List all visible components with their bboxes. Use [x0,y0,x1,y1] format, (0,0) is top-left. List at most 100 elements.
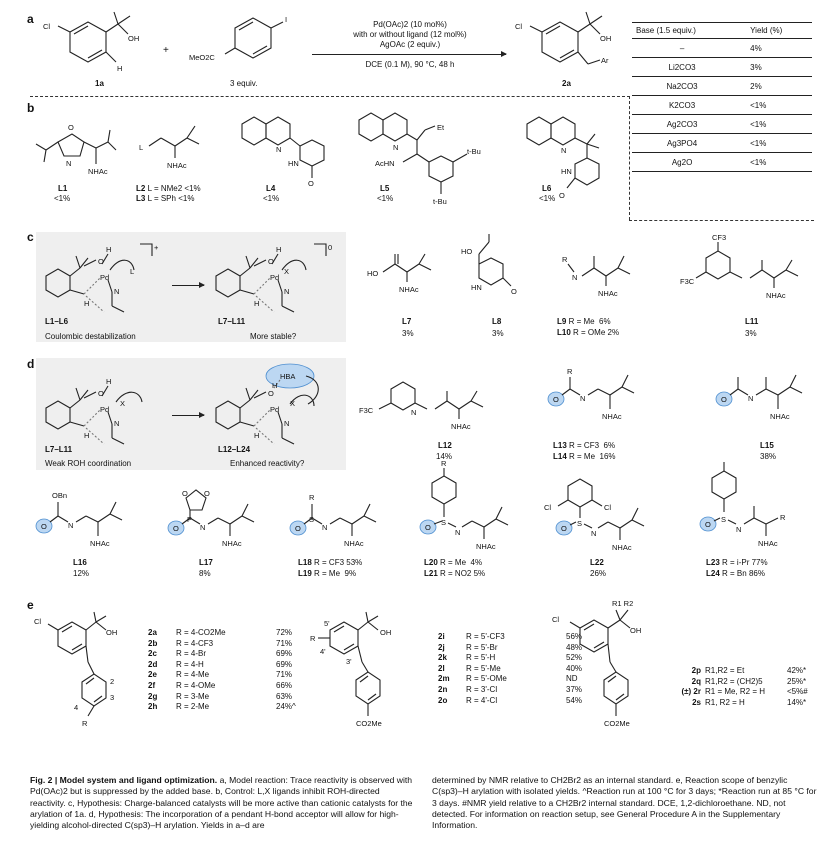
ester-group-label: MeO2C [189,53,215,62]
x-atom-c-right: X [284,267,289,276]
positive-charge: + [154,243,159,252]
nitrogen-L23: N [736,525,741,534]
ligand-name-L14: L14 [553,452,567,461]
ligand-L23-L24-structure: S O N R NHAc [699,462,786,548]
compound-substituent: R = 4-CF3 [176,638,214,648]
oxygen-L22: O [561,524,567,533]
position-3-group1: 3 [110,693,114,702]
compound-number: 2s [692,697,701,707]
scope-group1-structure: Cl OH 2 3 4 R [34,611,117,728]
panel-c-hypothesis-box [36,232,346,342]
ligand-name-L2: L2 [136,184,146,193]
compound-substituent: R = 4-H [176,659,204,669]
compound-number: 2q [691,676,701,686]
cationic-complex-structure: O H Pd L N H + [45,243,159,313]
substrate-1a-structure: Cl OH H [43,11,139,73]
pyridone-o-L4: O [308,179,314,188]
yield-cell: <1% [732,95,812,115]
ligand-L18-L19-structure: R S O N NHAc [289,493,377,548]
compound-substituent: R = 3-Me [176,691,210,701]
ligand-yield-L9: 6% [599,317,611,326]
compound-substituent: R = 5'-OMe [466,674,507,684]
ligand-L8-structure: HO HN O [461,234,517,296]
compound-yield: 56% [566,632,583,641]
hba-highlight-L23 [699,516,717,532]
nhac-L13: NHAc [602,412,622,421]
ligand-yield-L10: 2% [607,328,620,337]
hba-highlight-L18 [289,520,307,536]
ligand-L2-L3-structure: L NHAc [139,125,200,170]
ligand-name-L4: L4 [266,184,276,193]
compound-yield: 37% [566,684,583,694]
complex-label-L12-L24: L12–L24 [218,445,251,454]
ligand-yield-L4: <1% [263,194,280,203]
ligand-L16-structure: OBn O N NHAc [35,491,123,548]
ethyl-group-L5: Et [437,123,445,132]
panel-letter-e: e [27,598,34,612]
nitrogen-L17: N [200,523,205,532]
nhac-L12: NHAc [451,422,471,431]
figure-caption-right: determined by NMR relative to CH2Br2 as … [432,775,817,831]
r-group-L13: R [567,367,573,376]
hba-highlight-L13 [547,391,565,407]
oxygen-atom-c-left: O [98,257,104,266]
f3c-group-L11: F3C [680,277,695,286]
figure-caption-title: Fig. 2 | Model system and ligand optimiz… [30,775,218,785]
base-cell: Ag2O [632,152,733,172]
hydrogen-atom-c-left: H [106,245,111,254]
ligand-yield-L7: 3% [402,329,414,338]
ligand-L9-L10-structure: R N NHAc [562,255,631,298]
ligand-L22-structure: Cl Cl S O N NHAc [544,478,645,552]
ligand-yield-L1: <1% [54,194,71,203]
aryl-atom-2a: Ar [601,56,609,65]
nhac-L16: NHAc [90,539,110,548]
nhac-group-L1: NHAc [88,167,108,176]
product-2a-structure: Cl OH Ar [515,11,611,65]
ligand-L6-structure: N HN O [526,116,600,200]
hydrogen-atom-d-left: H [106,377,111,386]
x-atom-d-right: X [290,399,295,408]
compound-substituent: R = 5'-Me [466,663,501,673]
compound-yield: 63% [276,691,293,701]
ring-oxygen-a-L17: O [182,489,188,498]
palladium-atom-c-right: Pd [270,273,279,282]
conditions-ligand: with or without ligand (12 mol%) [353,30,467,39]
ligand-desc-L9: R = Me [568,317,595,326]
complex-caption-d-right: Enhanced reactivity? [230,459,305,468]
oxygen-atom-d-left: O [98,389,104,398]
chloro-a-L22: Cl [544,503,551,512]
ligand-L10-label: L10 R = OMe 2% [557,328,619,338]
ligand-yield-L24: 86% [748,569,765,578]
compound-yield: 69% [276,649,293,659]
ligand-yield-L3: <1% [178,194,195,203]
nhac-L18: NHAc [344,539,364,548]
oxazoline-oxygen: O [68,123,74,132]
ligand-name-L6: L6 [542,184,552,193]
ligand-L1-structure: O N NHAc [35,123,117,176]
compound-number: 2f [148,680,156,690]
compound-number: 2m [438,674,450,684]
table-row: Ag3PO4<1% [632,133,812,153]
ligand-desc-L14: R = Me [569,452,596,461]
nitrogen-L22: N [591,529,596,538]
compound-substituent: R = 4-Br [176,649,207,659]
hydrogen-atom-d-right: H [272,381,277,390]
r-group-L9: R [562,255,568,264]
yield-cell: <1% [732,152,812,172]
complex-label-L1-L6: L1–L6 [45,317,69,326]
oxygen-L17: O [173,524,179,533]
ester-group3: CO2Me [604,719,630,728]
divider-table-bottom [629,220,814,221]
divider-a-b [30,96,630,97]
ligand-name-L13: L13 [553,441,567,450]
compound-yield: 42%* [787,666,807,675]
